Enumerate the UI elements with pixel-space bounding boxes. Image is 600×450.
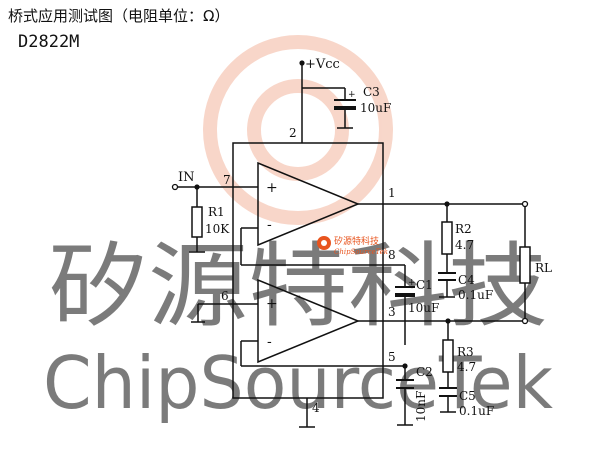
brand-logo-cn-text: 矽源特科技: [334, 235, 379, 247]
r2-value: 4.7: [455, 238, 474, 252]
pin-4-label: 4: [312, 401, 320, 415]
c4-value: 0.1uF: [458, 288, 493, 302]
watermark: 矽源特科技 ChipSourceTek: [43, 35, 553, 425]
pin-6-label: 6: [221, 289, 229, 303]
input-terminal: [171, 183, 179, 191]
junction-dot: [402, 363, 408, 369]
resistor-r3: [442, 339, 454, 373]
output-terminal-3: [521, 317, 529, 325]
c3-value: 10uF: [360, 101, 391, 115]
wires: [175, 65, 526, 428]
r1-value: 10K: [205, 222, 230, 236]
rl-name: RL: [535, 261, 552, 275]
brand-logo-en-text: ChipSourceTek: [334, 248, 388, 256]
pin-2-label: 2: [289, 126, 297, 140]
r2-name: R2: [455, 222, 472, 236]
model-label: D2822M: [18, 32, 80, 52]
vcc-label: +Vcc: [305, 57, 340, 72]
amplifier-2: + -: [257, 278, 360, 364]
output-terminal-1: [521, 200, 529, 208]
resistor-r2: [441, 221, 453, 255]
r1-name: R1: [208, 205, 225, 219]
capacitor-c2: [396, 379, 414, 389]
c1-name: C1: [416, 278, 433, 292]
junction-dot: [445, 318, 451, 324]
c2-value: 10nF: [414, 391, 428, 422]
junction-dots: [194, 60, 451, 369]
c1-value: 10uF: [408, 301, 439, 315]
page-title: 桥式应用测试图（电阻单位：Ω）: [8, 7, 230, 25]
c3-name: C3: [363, 85, 380, 99]
pin-5-label: 5: [388, 350, 396, 364]
pin-3-label: 3: [388, 305, 396, 319]
r3-value: 4.7: [457, 360, 476, 374]
pin-1-label: 1: [388, 186, 396, 200]
amplifier-1: + -: [257, 161, 360, 247]
watermark-en-text: ChipSourceTek: [43, 341, 553, 425]
amp2-minus-mark: -: [267, 334, 272, 350]
c5-value: 0.1uF: [459, 404, 494, 418]
amp2-plus-mark: +: [266, 296, 278, 312]
watermark-ring-icon: [203, 35, 393, 225]
amp1-plus-mark: +: [266, 180, 278, 196]
ic-body: [232, 142, 384, 399]
capacitor-c4: [438, 272, 456, 281]
pin-7-label: 7: [223, 173, 231, 187]
capacitor-c5: [439, 387, 457, 397]
junction-dot: [194, 184, 200, 190]
amp1-minus-mark: -: [267, 217, 272, 233]
junction-dot: [299, 60, 305, 66]
junction-dot: [444, 201, 450, 207]
resistor-r1: [191, 206, 203, 238]
c4-name: C4: [458, 273, 475, 287]
capacitor-c1: +: [395, 278, 416, 297]
c5-name: C5: [459, 389, 476, 403]
input-label: IN: [178, 170, 195, 185]
c1-polarity-mark: +: [408, 278, 416, 288]
watermark-cn-text: 矽源特科技: [48, 233, 548, 340]
c2-name: C2: [416, 365, 433, 379]
terminal-dots: [171, 183, 529, 325]
pin-8-label: 8: [388, 248, 396, 262]
c3-polarity-mark: +: [348, 90, 356, 100]
resistor-rl: [519, 246, 531, 284]
capacitor-c3: +: [334, 90, 356, 110]
brand-logo: 矽源特科技 ChipSourceTek: [317, 235, 388, 256]
r3-name: R3: [457, 345, 474, 359]
